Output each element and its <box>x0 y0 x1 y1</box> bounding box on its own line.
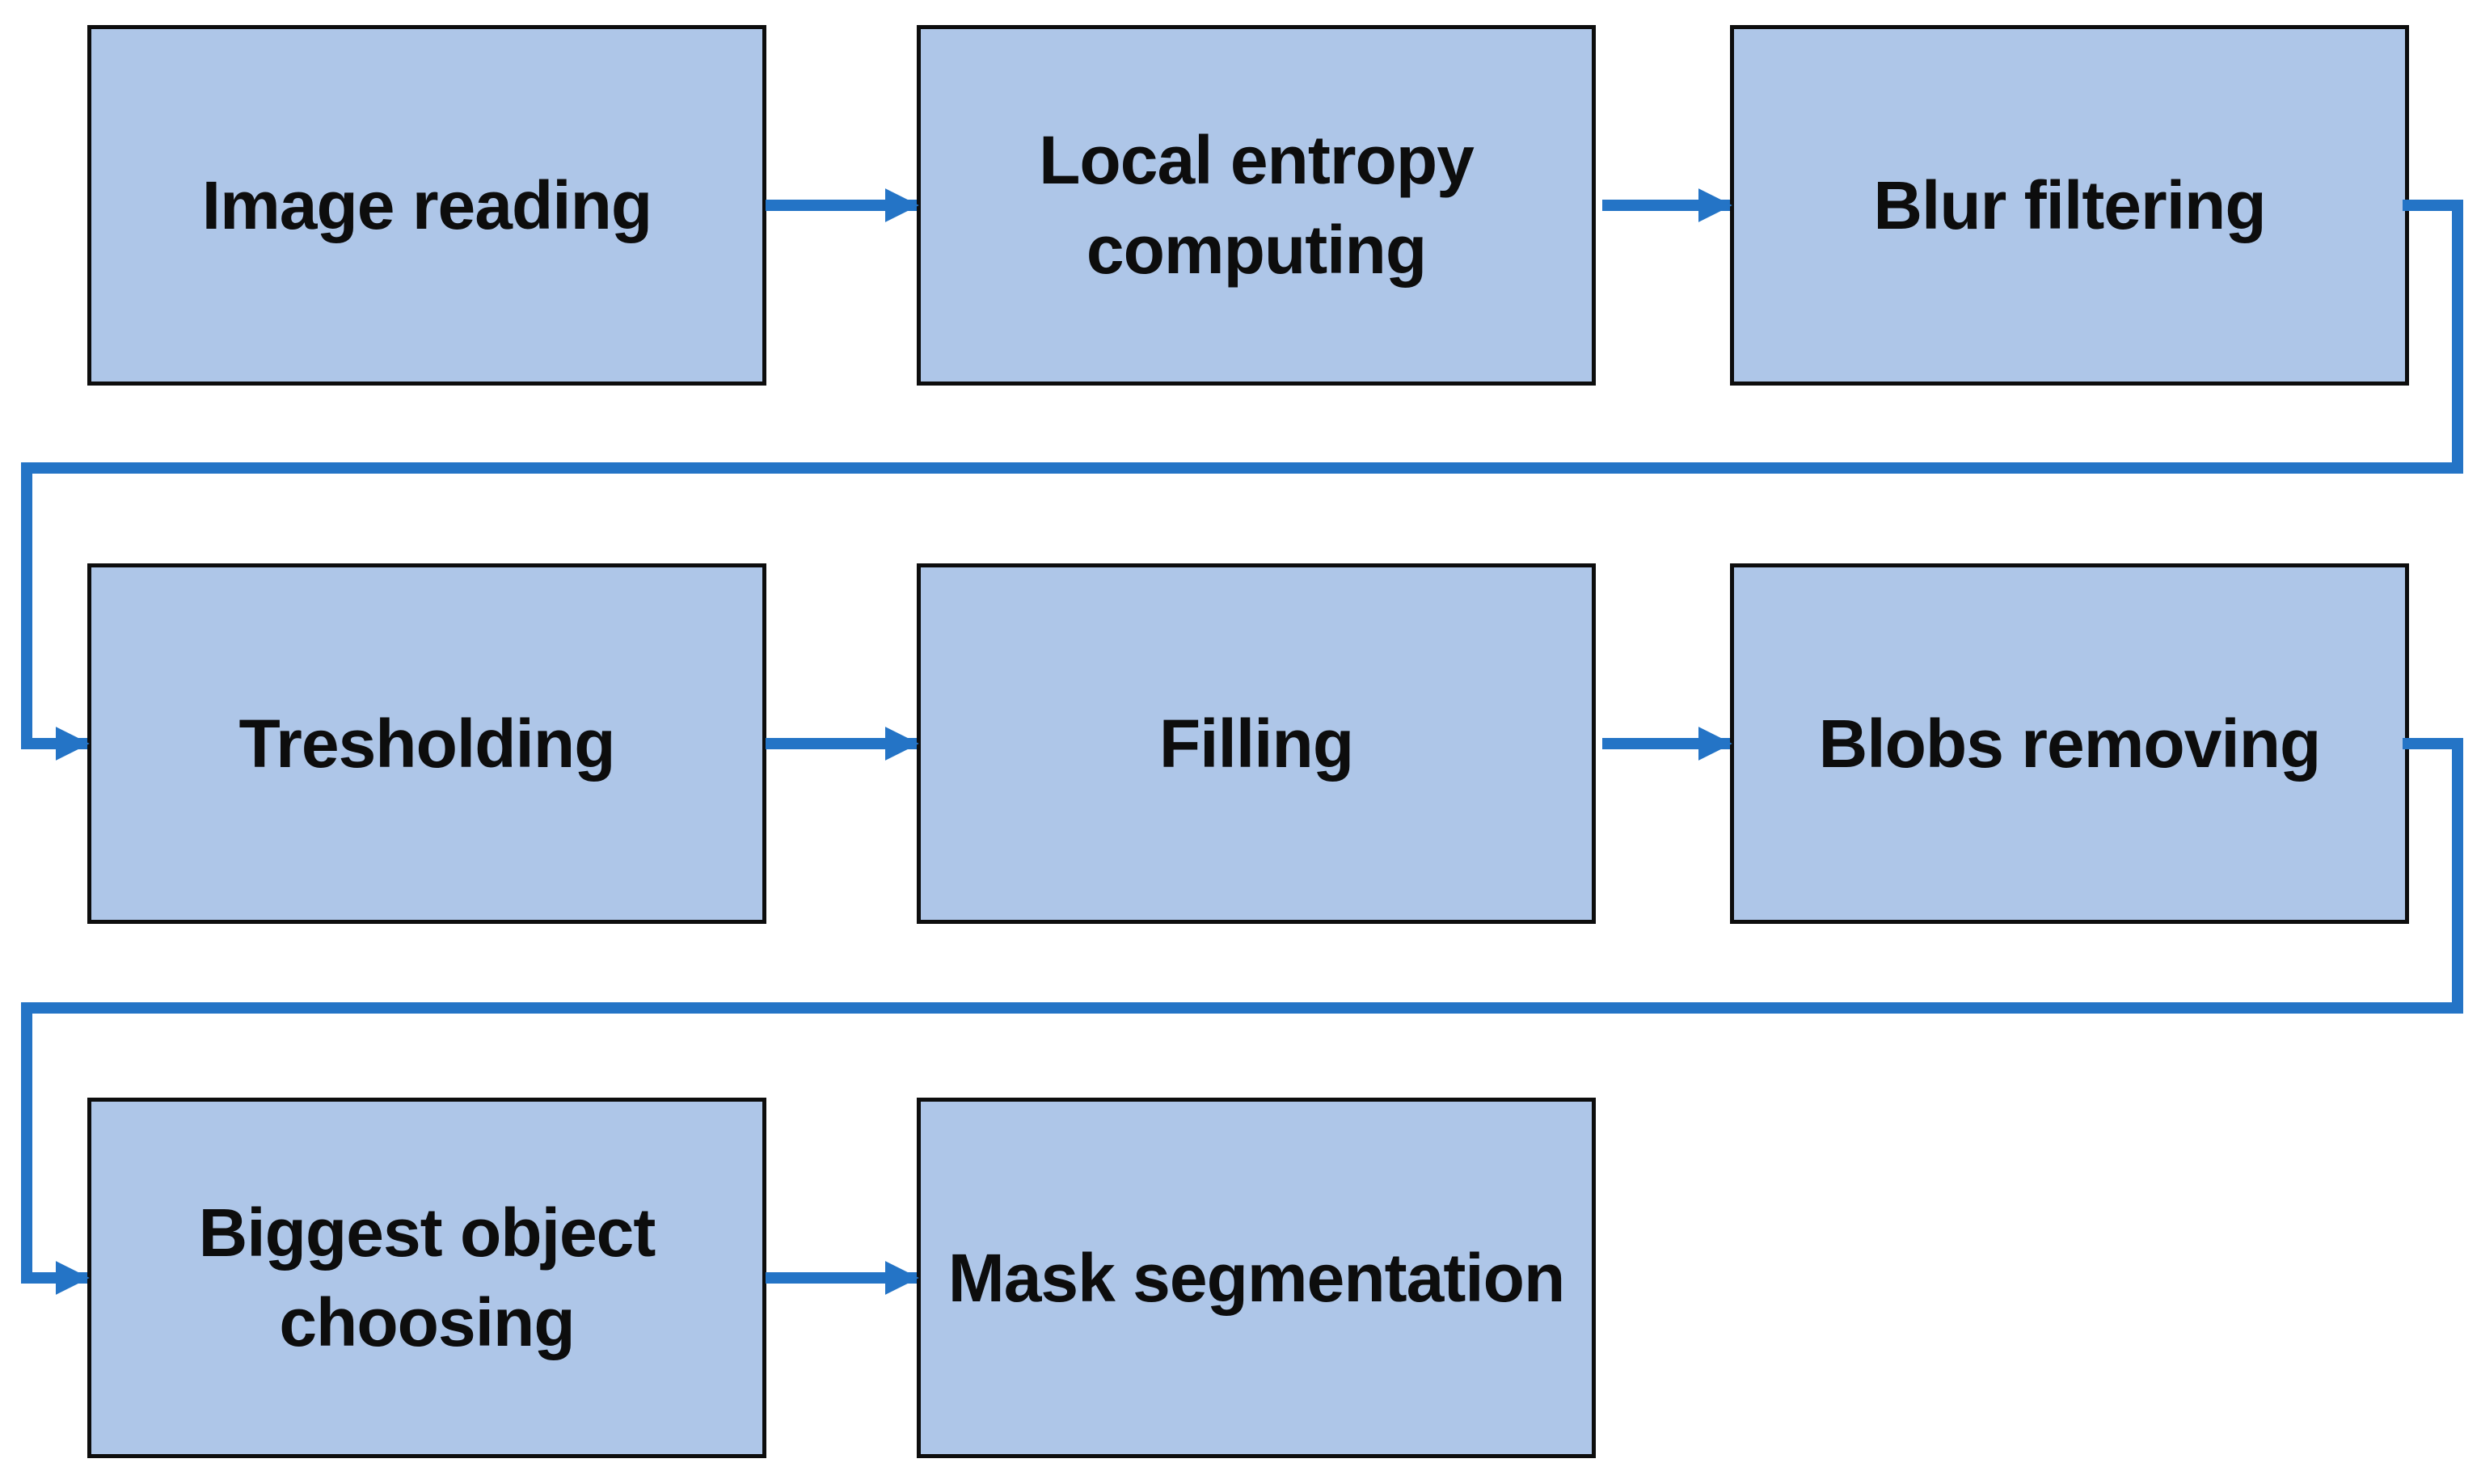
node-blur-filtering: Blur filtering <box>1730 25 2409 386</box>
node-blobs-removing: Blobs removing <box>1730 563 2409 924</box>
node-tresholding: Tresholding <box>87 563 766 924</box>
node-label: Blur filtering <box>1873 167 2266 243</box>
node-label: Filling <box>1158 705 1354 782</box>
node-local-entropy-computing: Local entropy computing <box>917 25 1596 386</box>
node-label: Local entropy computing <box>1039 122 1475 288</box>
node-label: Biggest object choosing <box>198 1195 656 1360</box>
node-image-reading: Image reading <box>87 25 766 386</box>
node-label: Mask segmentation <box>947 1239 1566 1316</box>
node-biggest-object-choosing: Biggest object choosing <box>87 1098 766 1458</box>
node-label: Tresholding <box>238 705 615 782</box>
node-filling: Filling <box>917 563 1596 924</box>
node-mask-segmentation: Mask segmentation <box>917 1098 1596 1458</box>
node-label: Image reading <box>201 167 653 243</box>
node-label: Blobs removing <box>1818 705 2322 782</box>
